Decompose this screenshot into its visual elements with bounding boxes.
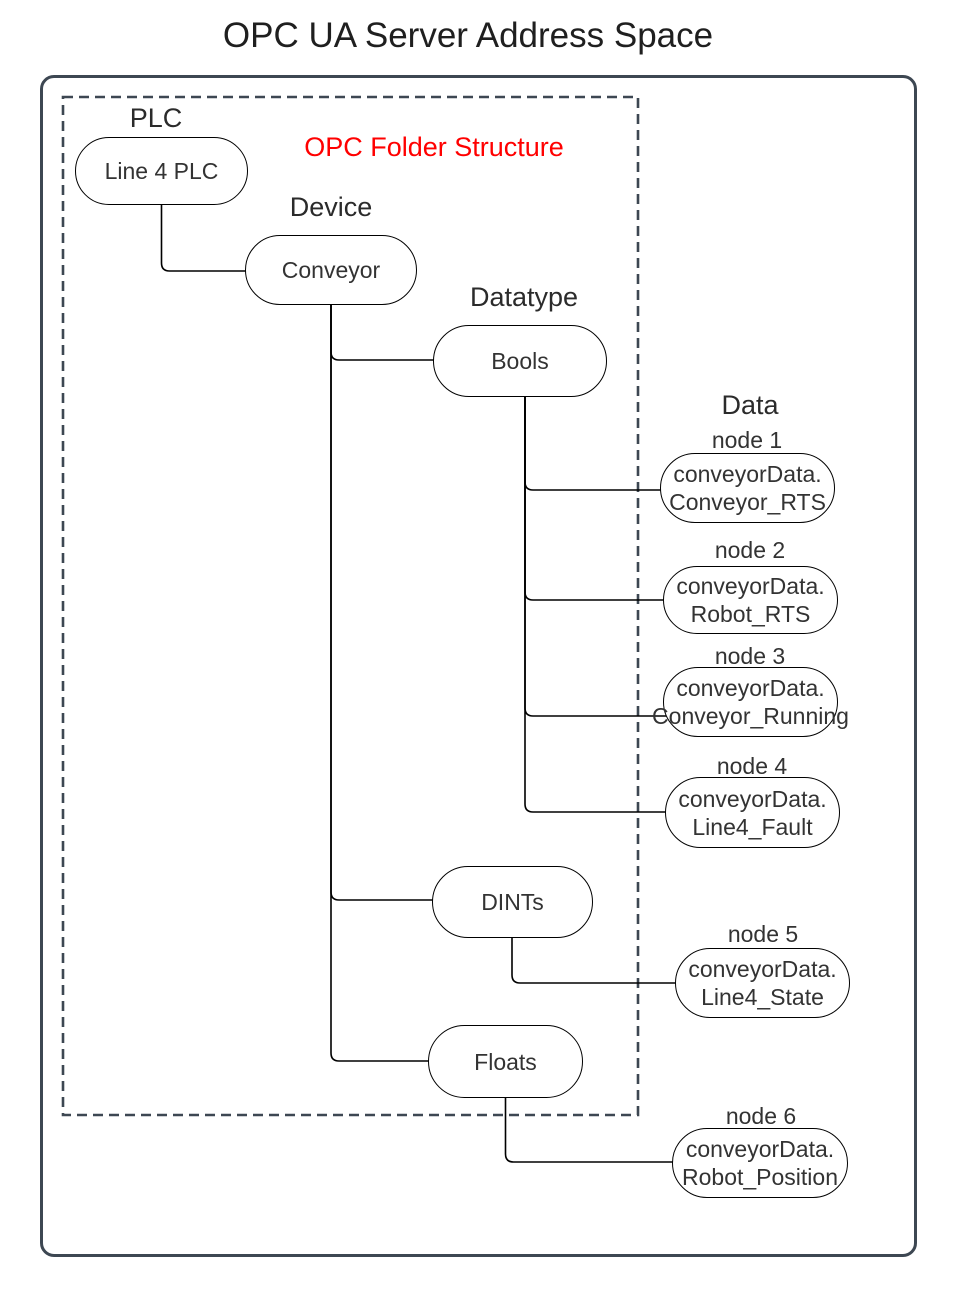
datatype-floats-node: Floats xyxy=(428,1025,583,1098)
floats-label: Floats xyxy=(474,1048,537,1075)
datatype-bools-node: Bools xyxy=(433,325,607,397)
device-node-label: Conveyor xyxy=(281,257,381,283)
plc-node-label: Line 4 PLC xyxy=(104,158,219,184)
page-title: OPC UA Server Address Space xyxy=(222,16,714,55)
connector-conveyor-to-bools xyxy=(330,300,445,361)
node-6-line1: conveyorData. xyxy=(685,1136,835,1162)
address-space-border xyxy=(40,75,917,1257)
connector-bools-to-node2 xyxy=(524,392,675,601)
node-1-line1: conveyorData. xyxy=(673,461,822,487)
node-1-title: node 1 xyxy=(711,427,783,453)
plc-node: Line 4 PLC xyxy=(75,137,248,205)
node-2-line1: conveyorData. xyxy=(676,573,825,599)
node-3-line1: conveyorData. xyxy=(676,675,825,701)
bools-label: Bools xyxy=(491,348,549,374)
connector-floats-to-node6 xyxy=(504,1093,684,1163)
node-2-line2: Robot_RTS xyxy=(690,601,811,627)
connector-conveyor-to-floats xyxy=(330,300,440,1062)
label-device: Device xyxy=(289,192,373,222)
node-5-line1: conveyorData. xyxy=(688,956,837,982)
node-5-line2: Line4_State xyxy=(701,984,824,1010)
connector-bools-to-node4 xyxy=(524,392,677,813)
dints-label: DINTs xyxy=(481,889,544,915)
node-2-title: node 2 xyxy=(714,537,786,563)
label-datatype: Datatype xyxy=(469,282,579,312)
node-3-title: node 3 xyxy=(714,643,786,669)
node-4-line2: Line4_Fault xyxy=(692,813,813,840)
node-3-pill: conveyorData. Conveyor_Running xyxy=(652,667,849,737)
node-4-pill: conveyorData. Line4_Fault xyxy=(665,777,840,848)
node-3-line2: Conveyor_Running xyxy=(652,703,849,729)
node-1-pill: conveyorData. Conveyor_RTS xyxy=(660,453,835,523)
connector-bools-to-node1 xyxy=(524,392,675,491)
device-node: Conveyor xyxy=(245,235,417,305)
node-5-pill: conveyorData. Line4_State xyxy=(675,948,850,1018)
node-5-title: node 5 xyxy=(727,921,799,947)
node-4-title: node 4 xyxy=(716,753,788,779)
connector-bools-to-node3 xyxy=(524,392,675,717)
node-6-pill: conveyorData. Robot_Position xyxy=(672,1128,848,1198)
folder-structure-dashed-border xyxy=(61,95,640,1117)
node-6-title: node 6 xyxy=(725,1103,797,1129)
node-2-pill: conveyorData. Robot_RTS xyxy=(663,566,838,634)
label-plc: PLC xyxy=(129,103,183,133)
node-4-line1: conveyorData. xyxy=(678,785,827,812)
datatype-dints-node: DINTs xyxy=(432,866,593,938)
connector-conveyor-to-dints xyxy=(330,300,445,901)
node-1-line2: Conveyor_RTS xyxy=(669,489,826,515)
connector-plc-to-conveyor xyxy=(160,200,255,272)
node-6-line2: Robot_Position xyxy=(682,1164,838,1190)
folder-structure-caption: OPC Folder Structure xyxy=(304,132,564,162)
connector-dints-to-node5 xyxy=(511,933,687,984)
label-data: Data xyxy=(721,390,779,420)
